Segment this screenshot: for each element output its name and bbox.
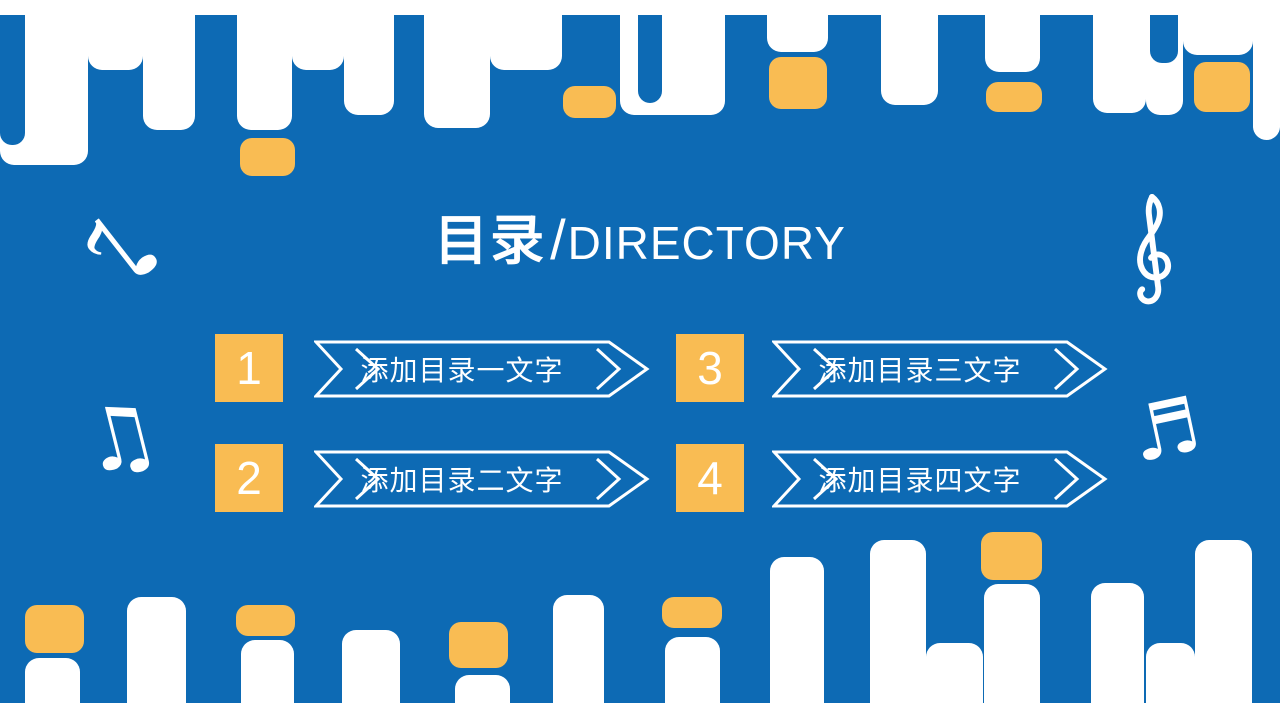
piano-key	[237, 0, 292, 130]
piano-key	[344, 0, 394, 115]
item-2-number-text: 2	[236, 452, 262, 504]
item-4-number: 4	[676, 444, 744, 512]
chevron-right-icon	[812, 457, 839, 501]
piano-key	[455, 675, 510, 710]
piano-key	[143, 0, 195, 130]
piano-key	[985, 0, 1040, 72]
accent-badge	[981, 532, 1042, 580]
accent-badge	[236, 605, 295, 636]
piano-key	[292, 0, 344, 70]
item-4-label[interactable]: 添加目录四文字	[818, 465, 1022, 496]
banner-outline	[772, 450, 1108, 508]
chevron-right-icon	[812, 347, 839, 391]
accent-badge	[769, 57, 827, 109]
piano-key	[490, 0, 562, 70]
piano-key	[665, 637, 720, 710]
piano-key	[984, 584, 1040, 710]
beamed-notes-icon: ♫	[69, 379, 169, 496]
accent-badge	[563, 86, 616, 118]
piano-key	[241, 640, 294, 710]
key-slot	[0, 15, 25, 145]
piano-key	[424, 0, 490, 128]
item-3-label[interactable]: 添加目录三文字	[818, 355, 1022, 386]
accent-badge	[449, 622, 508, 668]
accent-badge	[25, 605, 84, 653]
chevron-right-icon	[354, 457, 381, 501]
banner-outline	[314, 340, 650, 398]
item-2-banner[interactable]: 添加目录二文字	[314, 450, 650, 508]
item-4-number-text: 4	[697, 452, 723, 504]
banner-outline	[314, 450, 650, 508]
title-chinese: 目录	[434, 211, 547, 271]
piano-key	[1183, 0, 1253, 55]
piano-key	[1093, 0, 1146, 113]
piano-key	[926, 643, 983, 710]
accent-badge	[662, 597, 722, 628]
accent-badge	[1194, 62, 1250, 112]
accent-badge	[986, 82, 1042, 112]
piano-key	[1195, 540, 1252, 710]
accent-badge	[240, 138, 295, 176]
key-slot	[1150, 15, 1178, 63]
chevron-right-icon	[354, 347, 381, 391]
chevron-right-icon	[1053, 347, 1080, 391]
item-4-banner[interactable]: 添加目录四文字	[772, 450, 1108, 508]
item-3-banner[interactable]: 添加目录三文字	[772, 340, 1108, 398]
piano-key	[553, 595, 604, 710]
beamed-sixteenth-notes-icon: ♬	[1122, 378, 1208, 481]
chevron-right-icon	[1053, 457, 1080, 501]
piano-key	[127, 597, 186, 710]
banner-outline	[772, 340, 1108, 398]
chevron-right-icon	[595, 457, 622, 501]
item-3-number-text: 3	[697, 342, 723, 394]
key-slot	[638, 15, 662, 103]
item-1-number-text: 1	[236, 342, 262, 394]
item-1-label[interactable]: 添加目录一文字	[360, 355, 564, 386]
piano-key	[1253, 0, 1280, 140]
piano-key	[881, 0, 938, 105]
title-separator: /	[550, 208, 566, 271]
piano-key	[770, 557, 824, 710]
piano-key	[25, 658, 80, 710]
item-1-banner[interactable]: 添加目录一文字	[314, 340, 650, 398]
bottom-white-band	[0, 703, 1280, 720]
treble-clef-icon	[1122, 192, 1182, 306]
title-english: DIRECTORY	[567, 217, 846, 269]
item-2-label[interactable]: 添加目录二文字	[360, 465, 564, 496]
piano-key	[620, 0, 725, 115]
piano-key	[342, 630, 400, 710]
item-2-number: 2	[215, 444, 283, 512]
piano-key	[870, 540, 926, 710]
piano-key	[1146, 643, 1195, 710]
piano-key	[88, 0, 143, 70]
chevron-right-icon	[595, 347, 622, 391]
item-1-number: 1	[215, 334, 283, 402]
page-title: 目录 / DIRECTORY	[0, 196, 1280, 276]
piano-key	[767, 0, 828, 52]
piano-key	[1091, 583, 1144, 710]
item-3-number: 3	[676, 334, 744, 402]
